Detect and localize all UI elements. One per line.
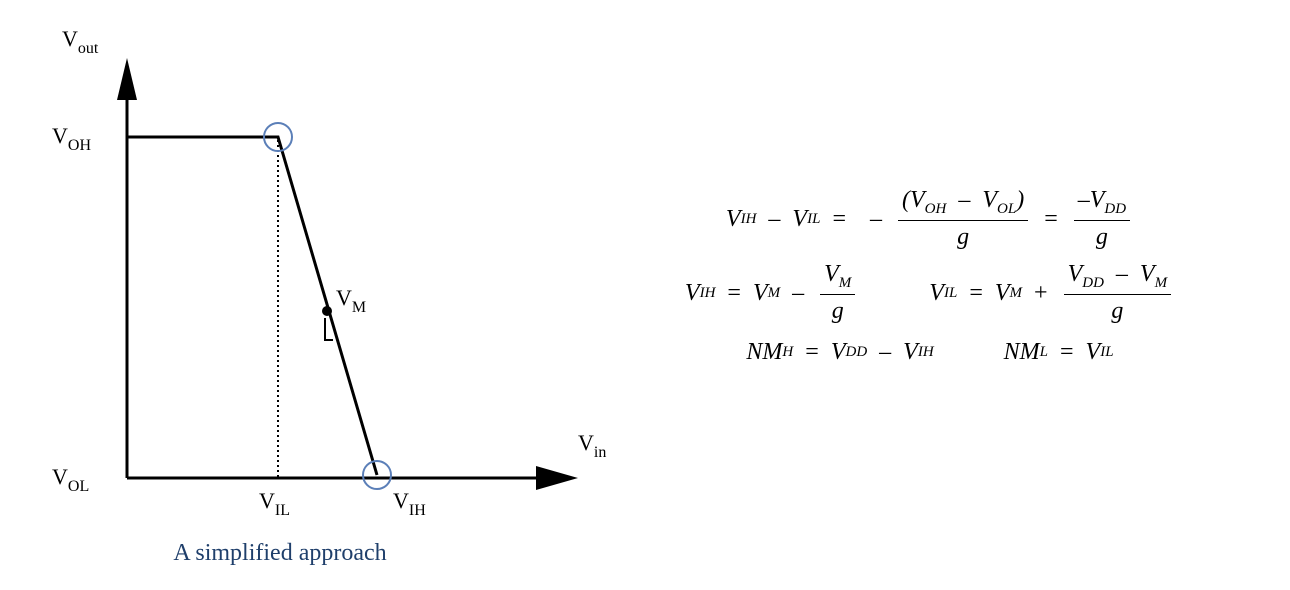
vm-tick: [324, 318, 333, 341]
vol-corner-circle: [362, 460, 392, 490]
fraction-vm-over-gain: VM g: [820, 261, 856, 326]
fraction-vdd-over-gain: –VDD g: [1073, 187, 1131, 252]
transfer-curve: [127, 135, 379, 476]
vol-label: VOL: [52, 464, 89, 495]
y-axis-arrow: [117, 58, 137, 100]
vih-label: VIH: [393, 488, 426, 519]
diagram-caption: A simplified approach: [173, 540, 387, 566]
vm-label: VM: [336, 285, 366, 316]
fraction-vdd-minus-vm-over-gain: VDD–VM g: [1063, 261, 1172, 326]
x-axis-arrow: [536, 466, 578, 490]
vil-label: VIL: [259, 488, 290, 519]
y-axis-label: Vout: [62, 26, 99, 57]
fraction-swing-over-gain: (VOH–VOL) g: [897, 187, 1029, 252]
x-axis-label: Vin: [578, 430, 606, 461]
vm-point: [322, 306, 332, 316]
voh-label: VOH: [52, 123, 91, 154]
voh-corner-circle: [263, 122, 293, 152]
